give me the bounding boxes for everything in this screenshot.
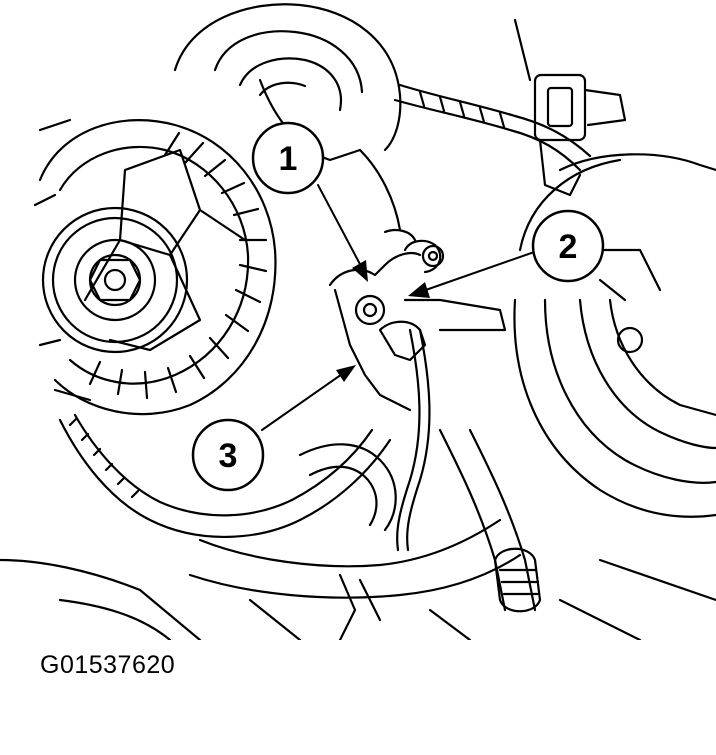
- arrowhead-3: [336, 365, 356, 382]
- callout-1-label: 1: [279, 140, 298, 178]
- callout-2-label: 2: [559, 228, 578, 266]
- arrowhead-2: [408, 282, 430, 298]
- callout-1: 1: [251, 121, 325, 195]
- idler-pulley: [173, 3, 402, 152]
- arrowhead-1: [352, 260, 368, 282]
- figure-id: G01537620: [40, 651, 176, 679]
- alternator: [33, 118, 277, 416]
- callout-leaders: [261, 184, 541, 431]
- engine-bracket-illustration: 1 2 3: [0, 3, 716, 640]
- coolant-hoses: [58, 413, 542, 640]
- engine-frame-lines: [0, 78, 716, 640]
- ac-compressor: [513, 153, 716, 518]
- callout-2: 2: [531, 209, 605, 283]
- callout-3-label: 3: [219, 437, 238, 475]
- electrical-connector: [533, 73, 627, 197]
- mounting-bracket: [328, 229, 507, 552]
- callout-3: 3: [191, 418, 265, 492]
